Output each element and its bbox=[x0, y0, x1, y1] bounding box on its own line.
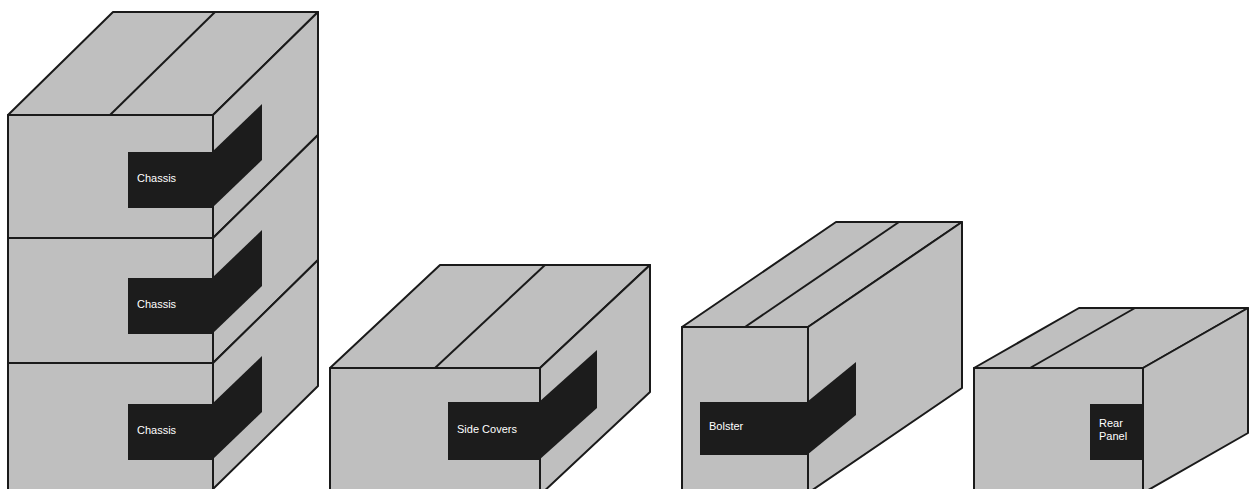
label-wrap bbox=[539, 350, 597, 460]
box-side bbox=[808, 222, 962, 489]
label-wrap bbox=[212, 230, 262, 334]
part-name: Rear Panel bbox=[1099, 417, 1137, 443]
label-wrap bbox=[212, 356, 262, 460]
box-front bbox=[682, 327, 808, 489]
part-name: Chassis bbox=[137, 298, 176, 311]
box-front bbox=[8, 115, 213, 238]
tape-line bbox=[110, 12, 215, 115]
part-name: Chassis bbox=[137, 424, 176, 437]
part-label: Chassis bbox=[128, 278, 213, 334]
box-side bbox=[540, 265, 650, 489]
part-label: Bolster bbox=[700, 402, 808, 455]
box-front bbox=[8, 238, 213, 363]
part-label: Chassis bbox=[128, 404, 213, 460]
box-side bbox=[1143, 308, 1248, 489]
part-name: Chassis bbox=[137, 172, 176, 185]
part-label: Chassis bbox=[128, 152, 213, 208]
tape-line bbox=[1030, 308, 1135, 368]
box-front bbox=[8, 363, 213, 489]
part-name: Side Covers bbox=[457, 423, 517, 436]
box-front bbox=[330, 368, 540, 489]
label-wrap bbox=[807, 362, 856, 455]
tape-line bbox=[435, 265, 545, 368]
part-name: Bolster bbox=[709, 420, 743, 433]
part-label: Rear Panel bbox=[1090, 404, 1143, 460]
box-front bbox=[974, 368, 1143, 489]
label-wrap bbox=[212, 104, 262, 208]
part-label: Side Covers bbox=[448, 402, 540, 460]
